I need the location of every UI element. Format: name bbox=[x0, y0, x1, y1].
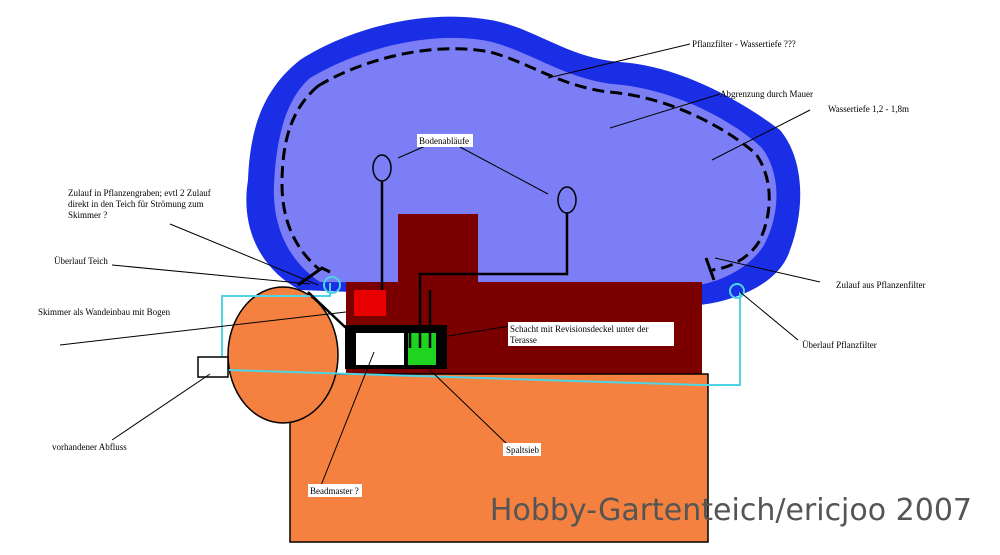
label-schacht-1: Schacht mit Revisionsdeckel unter der bbox=[510, 324, 648, 334]
label-spaltsieb-bg bbox=[503, 443, 541, 456]
label-abgrenzung: Abgrenzung durch Mauer bbox=[720, 89, 813, 99]
label-skimmer: Skimmer als Wandeinbau mit Bogen bbox=[38, 307, 171, 317]
spaltsieb-box bbox=[408, 333, 436, 365]
zulauf-pflanzenfilter-mark bbox=[704, 257, 716, 281]
ground-block bbox=[289, 373, 709, 543]
label-abfluss: vorhandener Abfluss bbox=[52, 442, 127, 452]
drain-pipe-2 bbox=[418, 213, 569, 348]
leader-lines bbox=[59, 43, 821, 489]
label-schacht-bg bbox=[508, 322, 674, 346]
label-ueberlauf-teich: Überlauf Teich bbox=[54, 256, 108, 266]
label-zulauf-2: direkt in den Teich für Strömung zum bbox=[68, 199, 204, 209]
label-wassertiefe: Wassertiefe 1,2 - 1,8m bbox=[828, 104, 909, 114]
beadmaster-tank bbox=[227, 286, 339, 424]
label-zulauf-3: Skimmer ? bbox=[68, 210, 107, 220]
label-zulauf-pflanzenfilter: Zulauf aus Pflanzenfilter bbox=[836, 280, 925, 290]
label-ueberlauf-pflanzfilter: Überlauf Pflanzfilter bbox=[802, 340, 877, 350]
wall-dashed-line bbox=[280, 47, 771, 272]
red-box bbox=[354, 290, 386, 316]
overflow-pipe-left bbox=[221, 283, 331, 372]
label-schacht-2: Terasse bbox=[510, 335, 537, 345]
overflow-teich-ring bbox=[323, 276, 341, 294]
skimmer bbox=[297, 266, 331, 287]
label-pflanzfilter: Pflanzfilter - Wassertiefe ??? bbox=[692, 39, 796, 49]
beadmaster-box bbox=[356, 333, 404, 365]
label-spaltsieb: Spaltsieb bbox=[506, 445, 539, 455]
skimmer-pipe bbox=[307, 291, 412, 348]
overflow-pipe bbox=[227, 292, 741, 386]
watermark: Hobby-Gartenteich/ericjoo 2007 bbox=[490, 493, 972, 528]
pond-water bbox=[273, 37, 777, 286]
label-beadmaster: Beadmaster ? bbox=[310, 486, 359, 496]
abfluss-box bbox=[197, 356, 229, 378]
label-bodenablaeufe: Bodenabläufe bbox=[419, 136, 469, 146]
label-bodenablaeufe-bg bbox=[417, 134, 473, 147]
terrace-riser bbox=[398, 214, 478, 284]
overflow-pflanzfilter-ring bbox=[729, 283, 745, 299]
label-beadmaster-bg bbox=[308, 484, 362, 497]
label-zulauf-1: Zulauf in Pflanzengraben; evtl 2 Zulauf bbox=[68, 188, 211, 198]
